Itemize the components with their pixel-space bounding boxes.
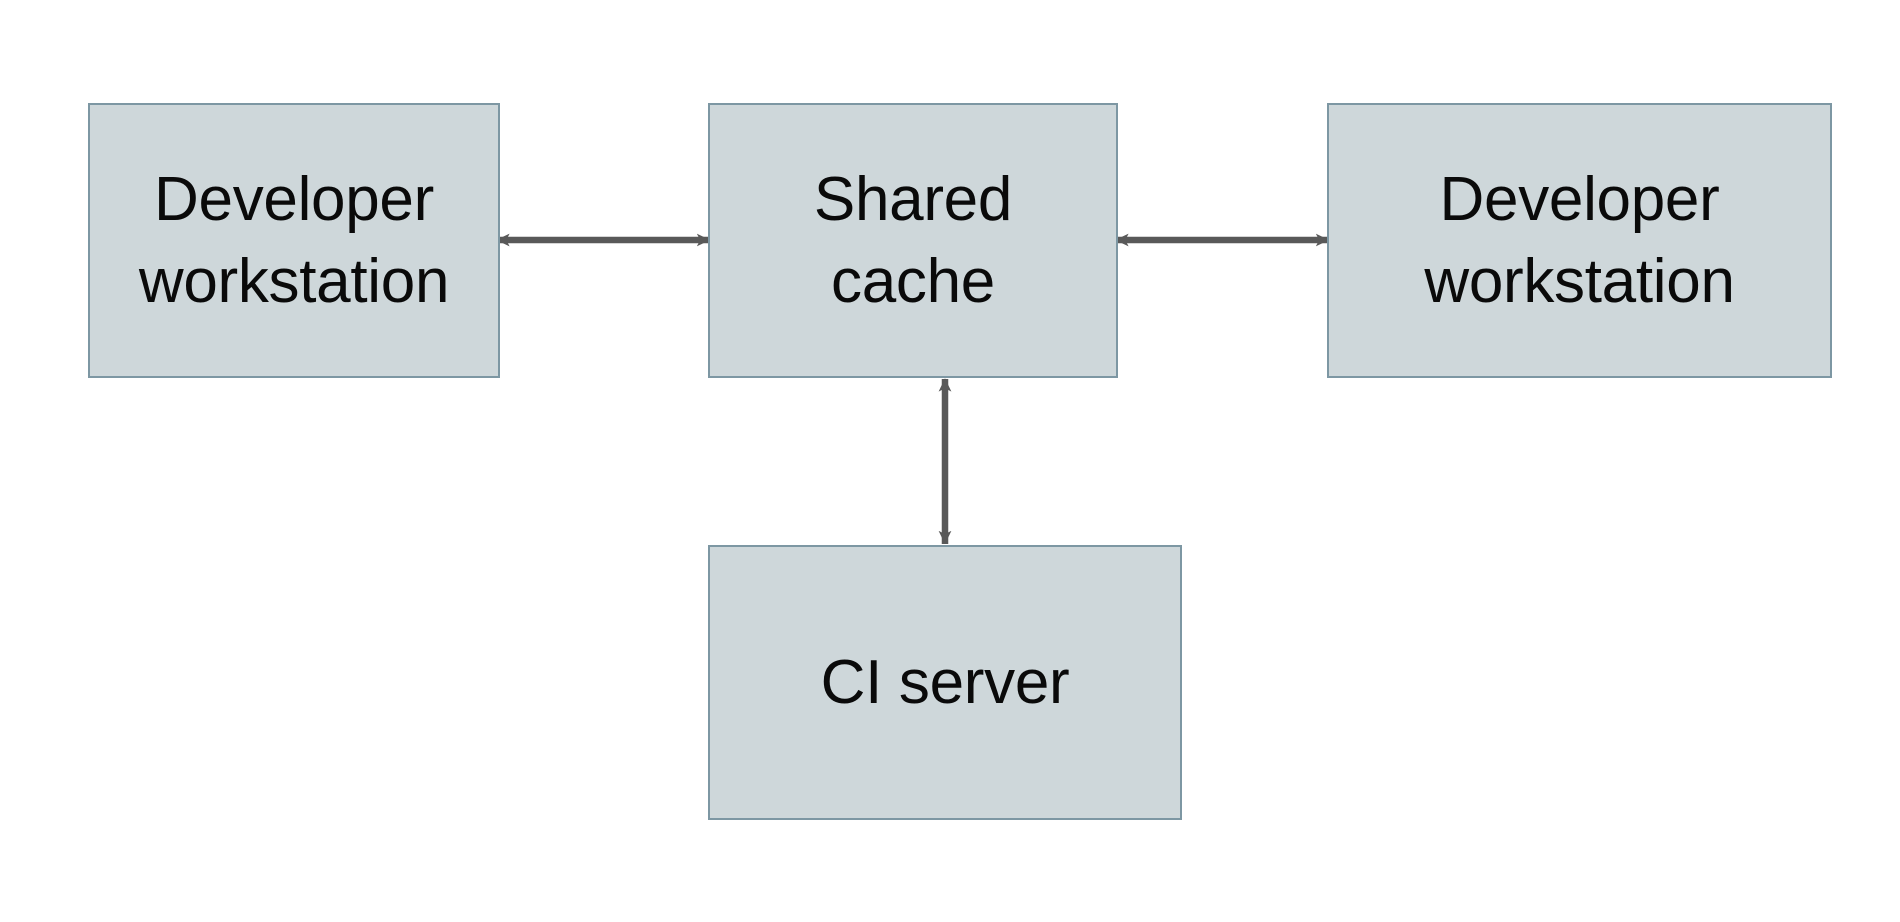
edge-cache-to-ci-hitbox[interactable] bbox=[919, 378, 971, 545]
edge-cache-to-dev-right-hitbox[interactable] bbox=[1118, 214, 1327, 266]
node-shared-cache[interactable]: Shared cache bbox=[708, 103, 1118, 378]
node-ci-server[interactable]: CI server bbox=[708, 545, 1182, 820]
node-label: Developer workstation bbox=[138, 164, 450, 316]
node-label: Developer workstation bbox=[1424, 164, 1735, 316]
edge-dev-left-to-cache-hitbox[interactable] bbox=[500, 214, 708, 266]
node-label: CI server bbox=[820, 647, 1070, 717]
node-developer-workstation-right[interactable]: Developer workstation bbox=[1327, 103, 1832, 378]
node-label: Shared cache bbox=[813, 164, 1013, 316]
node-developer-workstation-left[interactable]: Developer workstation bbox=[88, 103, 500, 378]
